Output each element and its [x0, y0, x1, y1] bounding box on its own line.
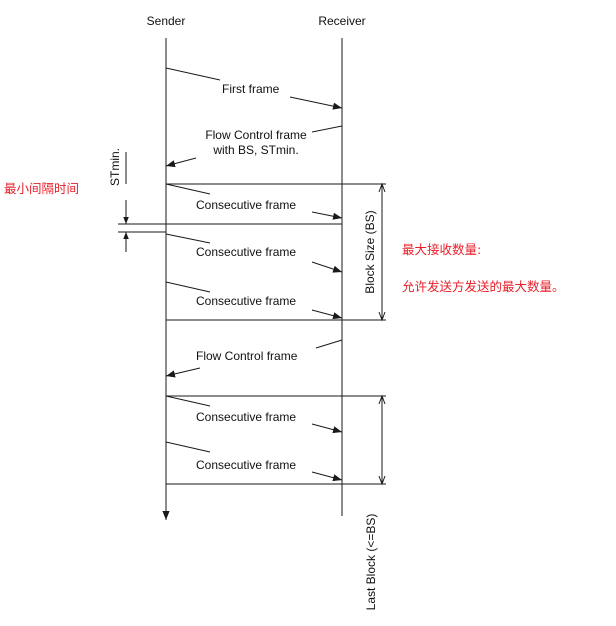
message-arrow-consecutive-5 — [165, 441, 211, 453]
message-arrow-consecutive-1 — [165, 183, 211, 195]
message-arrow-consecutive-4 — [311, 423, 343, 434]
message-label-consecutive-1: Consecutive frame — [196, 198, 297, 212]
flow-control-line-2: with BS, STmin. — [213, 143, 299, 157]
message-label-flow-control-1: Flow Control frame with BS, STmin. — [186, 128, 326, 158]
block-size-label: Block Size (BS) — [363, 210, 377, 294]
message-label-consecutive-4: Consecutive frame — [196, 410, 297, 424]
receiver-header: Receiver — [318, 14, 366, 28]
message-arrow-consecutive-1 — [311, 211, 343, 220]
message-arrow-consecutive-3 — [165, 281, 211, 293]
message-arrow-flow-control-2 — [165, 367, 201, 378]
message-arrow-first-frame — [165, 67, 221, 81]
flow-control-line-1: Flow Control frame — [205, 128, 307, 142]
sender-header: Sender — [146, 14, 186, 28]
message-arrow-consecutive-4 — [165, 395, 211, 407]
block-size-arrow-top — [378, 182, 386, 193]
message-arrow-consecutive-2 — [165, 233, 211, 244]
message-label-consecutive-3: Consecutive frame — [196, 294, 297, 308]
stmin-note-cn: 最小间隔时间 — [4, 181, 80, 196]
last-block-arrow-top — [378, 394, 386, 405]
max-receive-title-cn: 最大接收数量: — [402, 242, 482, 257]
message-arrow-flow-control-1 — [165, 157, 197, 168]
message-label-first-frame: First frame — [222, 82, 280, 96]
last-block-label: Last Block (<=BS) — [364, 513, 378, 611]
message-arrow-consecutive-3 — [311, 309, 343, 320]
message-arrow-first-frame — [289, 96, 343, 110]
message-arrow-consecutive-5 — [311, 471, 343, 482]
message-arrow-flow-control-1 — [311, 125, 343, 133]
last-block-arrow-bottom — [378, 475, 386, 486]
message-arrow-consecutive-2 — [311, 261, 343, 273]
message-label-consecutive-2: Consecutive frame — [196, 245, 297, 259]
message-label-consecutive-5: Consecutive frame — [196, 458, 297, 472]
max-receive-desc-cn: 允许发送方发送的最大数量。 — [402, 279, 565, 294]
block-size-arrow-bottom — [378, 311, 386, 322]
message-arrow-flow-control-2 — [315, 339, 343, 349]
stmin-label: STmin. — [108, 148, 122, 187]
message-label-flow-control-2: Flow Control frame — [196, 349, 298, 363]
